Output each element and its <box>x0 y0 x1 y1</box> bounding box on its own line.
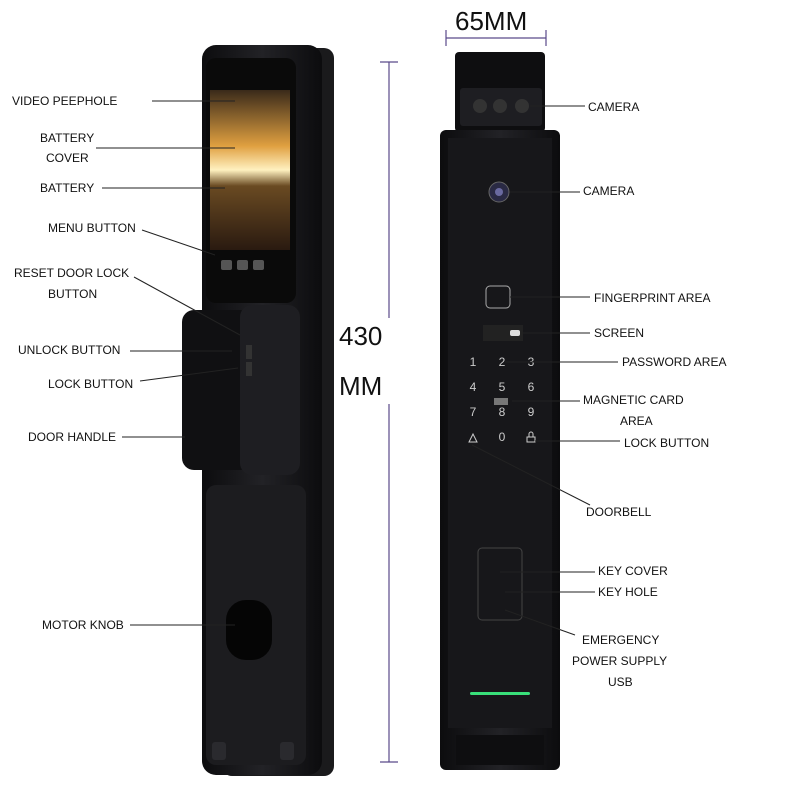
leader-lines <box>96 100 620 636</box>
label-lock-button-right: LOCK BUTTON <box>624 436 709 450</box>
menu-button[interactable] <box>221 260 232 270</box>
unlock-button[interactable] <box>246 345 252 359</box>
dimensions <box>380 30 547 763</box>
menu-button[interactable] <box>253 260 264 270</box>
key-cover <box>477 547 523 621</box>
label-battery: BATTERY <box>40 181 94 195</box>
label-unlock-button: UNLOCK BUTTON <box>18 343 120 357</box>
label-camera-top: CAMERA <box>588 100 639 114</box>
width-dimension: 65MM <box>455 6 527 36</box>
keypad-key-0[interactable]: 0 <box>499 430 506 444</box>
doorbell-icon[interactable] <box>468 432 478 443</box>
keypad-key-2[interactable]: 2 <box>499 355 506 369</box>
lock-button[interactable] <box>246 362 252 376</box>
keypad-key-8[interactable]: 8 <box>499 405 506 419</box>
label-reset-button: BUTTON <box>48 287 97 301</box>
magnetic-card-area <box>494 398 508 405</box>
menu-buttons <box>221 260 264 270</box>
label-video-peephole: VIDEO PEEPHOLE <box>12 94 117 108</box>
lock-icon[interactable] <box>526 431 536 443</box>
keypad-key-5[interactable]: 5 <box>499 380 506 394</box>
height-dimension-unit: MM <box>339 371 382 401</box>
indicator-light <box>470 692 530 695</box>
keypad-key-1[interactable]: 1 <box>470 355 477 369</box>
motor-knob <box>226 600 272 660</box>
label-magnetic-card: AREA <box>620 414 653 428</box>
label-key-cover: KEY COVER <box>598 564 668 578</box>
menu-button[interactable] <box>237 260 248 270</box>
label-lock-button: LOCK BUTTON <box>48 377 133 391</box>
label-key-hole: KEY HOLE <box>598 585 658 599</box>
label-doorbell: DOORBELL <box>586 505 652 519</box>
door-handle <box>182 310 252 470</box>
keypad-key-4[interactable]: 4 <box>470 380 477 394</box>
label-battery-cover: BATTERY <box>40 131 94 145</box>
label-emergency: USB <box>608 675 633 689</box>
label-magnetic-card: MAGNETIC CARD <box>583 393 684 407</box>
keypad-key-6[interactable]: 6 <box>528 380 535 394</box>
label-password: PASSWORD AREA <box>622 355 726 369</box>
keypad-key-9[interactable]: 9 <box>528 405 535 419</box>
label-menu-button: MENU BUTTON <box>48 221 136 235</box>
screen <box>483 325 523 341</box>
label-battery-cover: COVER <box>46 151 89 165</box>
video-peephole-screen <box>210 90 290 250</box>
label-fingerprint: FINGERPRINT AREA <box>594 291 710 305</box>
height-dimension-value: 430 <box>339 321 382 351</box>
keypad-key-7[interactable]: 7 <box>470 405 477 419</box>
label-camera: CAMERA <box>583 184 634 198</box>
label-emergency: POWER SUPPLY <box>572 654 667 668</box>
label-motor-knob: MOTOR KNOB <box>42 618 124 632</box>
label-emergency: EMERGENCY <box>582 633 659 647</box>
camera-lens <box>473 99 487 113</box>
camera-lens <box>493 99 507 113</box>
camera-lens <box>515 99 529 113</box>
label-screen: SCREEN <box>594 326 644 340</box>
left-lock-device <box>182 45 334 776</box>
label-door-handle: DOOR HANDLE <box>28 430 116 444</box>
label-reset-button: RESET DOOR LOCK <box>14 266 129 280</box>
